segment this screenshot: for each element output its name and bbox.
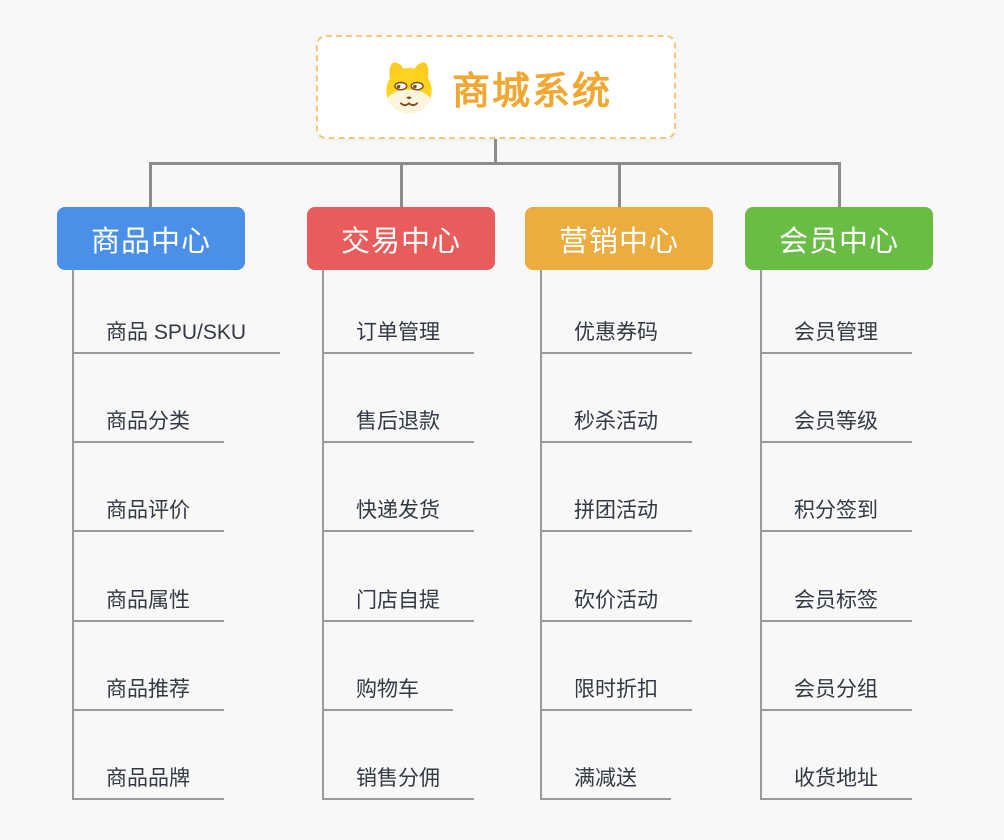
leaf-item[interactable]: 商品推荐 bbox=[72, 679, 224, 711]
leaf-item[interactable]: 限时折扣 bbox=[540, 679, 692, 711]
leaf-item[interactable]: 会员管理 bbox=[760, 322, 912, 354]
leaf-item[interactable]: 拼团活动 bbox=[540, 500, 692, 532]
branch-trunk-line bbox=[540, 270, 542, 800]
connector-root-stub bbox=[494, 139, 497, 163]
leaf-item[interactable]: 满减送 bbox=[540, 768, 671, 800]
leaf-item[interactable]: 商品分类 bbox=[72, 411, 224, 443]
leaf-item[interactable]: 商品品牌 bbox=[72, 768, 224, 800]
leaf-item[interactable]: 秒杀活动 bbox=[540, 411, 692, 443]
leaf-item[interactable]: 会员等级 bbox=[760, 411, 912, 443]
leaf-item[interactable]: 售后退款 bbox=[322, 411, 474, 443]
connector-bus-line bbox=[149, 162, 840, 165]
branch-node-marketing-center[interactable]: 营销中心 bbox=[525, 207, 713, 270]
branch-trunk-line bbox=[760, 270, 762, 800]
leaf-item[interactable]: 门店自提 bbox=[322, 590, 474, 622]
leaf-item[interactable]: 会员分组 bbox=[760, 679, 912, 711]
branch-trunk-line bbox=[72, 270, 74, 800]
leaf-item[interactable]: 购物车 bbox=[322, 679, 453, 711]
root-node[interactable]: 商城系统 bbox=[316, 35, 676, 139]
branch-trunk-line bbox=[322, 270, 324, 800]
leaf-item[interactable]: 商品评价 bbox=[72, 500, 224, 532]
leaf-item[interactable]: 会员标签 bbox=[760, 590, 912, 622]
branch-node-product-center[interactable]: 商品中心 bbox=[57, 207, 245, 270]
leaf-item[interactable]: 收货地址 bbox=[760, 768, 912, 800]
branch-node-member-center[interactable]: 会员中心 bbox=[745, 207, 933, 270]
leaf-item[interactable]: 优惠券码 bbox=[540, 322, 692, 354]
leaf-item[interactable]: 销售分佣 bbox=[322, 768, 474, 800]
leaf-item[interactable]: 快递发货 bbox=[322, 500, 474, 532]
connector-drop-product bbox=[149, 162, 152, 208]
root-title: 商城系统 bbox=[451, 70, 612, 113]
branch-node-trade-center[interactable]: 交易中心 bbox=[307, 207, 495, 270]
connector-drop-marketing bbox=[618, 162, 621, 208]
leaf-item[interactable]: 商品 SPU/SKU bbox=[72, 322, 281, 354]
connector-drop-trade bbox=[400, 162, 403, 208]
leaf-item[interactable]: 商品属性 bbox=[72, 590, 224, 622]
dog-face-icon bbox=[386, 62, 432, 114]
leaf-item[interactable]: 订单管理 bbox=[322, 322, 474, 354]
connector-drop-member bbox=[838, 162, 841, 208]
leaf-item[interactable]: 积分签到 bbox=[760, 500, 912, 532]
leaf-item[interactable]: 砍价活动 bbox=[540, 590, 692, 622]
